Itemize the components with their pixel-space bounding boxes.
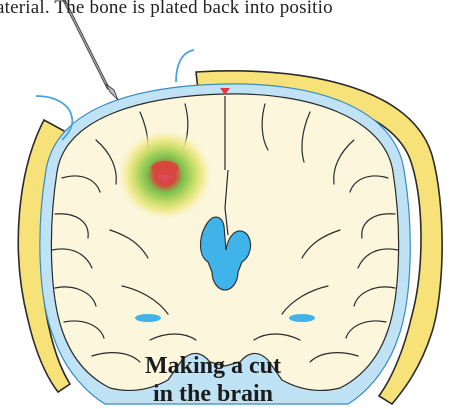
- caption-line-2: in the brain: [118, 380, 308, 408]
- scalp-flap-top: [176, 50, 194, 82]
- top-text-line: aterial. The bone is plated back into po…: [0, 0, 333, 19]
- lesion-core: [151, 161, 179, 175]
- top-text: aterial. The bone is plated back into po…: [0, 0, 451, 22]
- ventricle-left-small: [135, 314, 161, 322]
- ventricle-right-small: [289, 314, 315, 322]
- caption-line-1: Making a cut: [118, 352, 308, 380]
- caption: Making a cut in the brain: [118, 352, 308, 408]
